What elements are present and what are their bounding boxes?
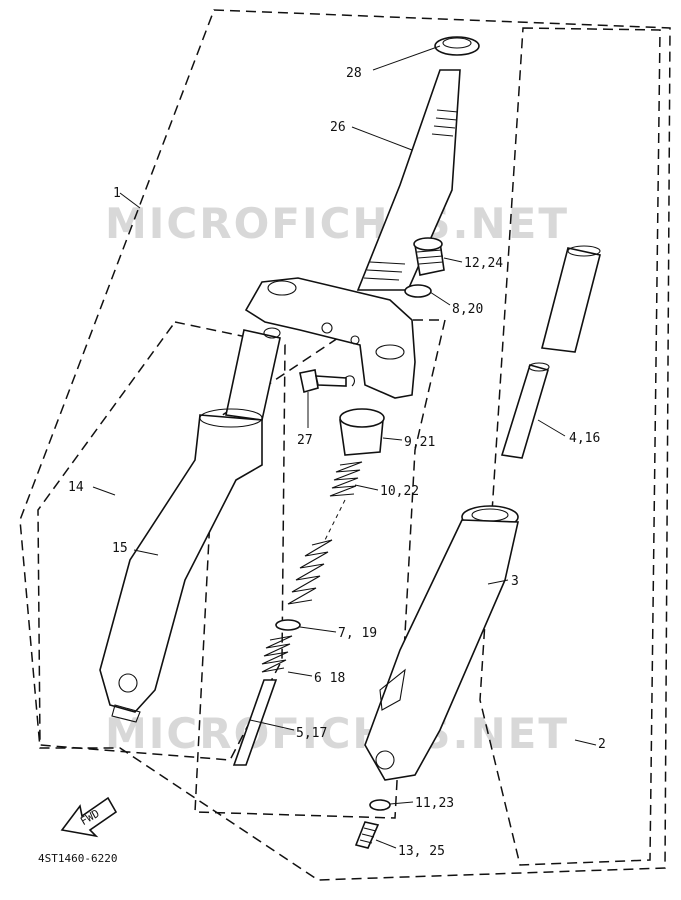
callout-6: 6 18 [314, 671, 345, 686]
part-15-left-fork-leg [99, 327, 281, 723]
callout-9: 9,21 [404, 435, 435, 450]
leader-8 [429, 291, 451, 306]
leader-12 [443, 257, 463, 263]
part-26-steering-stem [356, 69, 461, 291]
callout-11: 11,23 [415, 796, 454, 811]
watermark-bottom: MICROFICHES.NET [105, 709, 569, 758]
part-13-bolt [354, 821, 380, 849]
callout-14: 14 [68, 480, 84, 495]
part-fork-bracket [244, 277, 416, 399]
callout-1: 1 [113, 186, 121, 201]
callout-28: 28 [346, 66, 362, 81]
part-8-washer [404, 284, 432, 298]
part-28-seal [434, 36, 480, 56]
leader-7 [299, 626, 337, 633]
part-9-dust-seal [339, 408, 385, 456]
part-3-right-fork-leg [364, 505, 519, 781]
callout-12: 12,24 [464, 256, 503, 271]
leader-28 [372, 45, 441, 71]
left-leg-outline [37, 321, 286, 761]
callout-8: 8,20 [452, 302, 483, 317]
callout-13: 13, 25 [398, 844, 445, 859]
leader-10 [354, 484, 379, 491]
part-6-damper-spring [261, 635, 293, 673]
drawing-code: 4ST1460-6220 [38, 852, 117, 865]
leader-5 [249, 719, 295, 731]
part-main-spring [287, 539, 333, 605]
leader-3 [487, 579, 509, 585]
callout-27: 27 [297, 433, 313, 448]
part-11-washer [369, 799, 391, 811]
callout-26: 26 [330, 120, 346, 135]
part-5-damper-rod [232, 679, 278, 766]
leader-2 [574, 739, 597, 746]
leader-4 [537, 419, 566, 437]
part-7-ring [275, 619, 301, 631]
leader-26 [351, 126, 413, 151]
leader-14 [92, 486, 116, 496]
leader-9 [382, 437, 403, 441]
callout-7: 7, 19 [338, 626, 377, 641]
assembly-outline-1 [19, 9, 671, 881]
leader-11 [389, 801, 414, 805]
watermark-top: MICROFICHES.NET [105, 199, 569, 248]
part-10-spring [329, 461, 363, 497]
callout-4: 4,16 [569, 431, 600, 446]
callout-5: 5,17 [296, 726, 327, 741]
fwd-arrow-icon: FWD [60, 796, 118, 838]
callout-2: 2 [598, 737, 606, 752]
leader-13 [375, 839, 397, 849]
callout-3: 3 [511, 574, 519, 589]
callout-15: 15 [112, 541, 128, 556]
leader-6 [287, 671, 313, 677]
part-27-bolt [299, 369, 355, 394]
leader-1 [119, 192, 141, 209]
leader-15 [133, 549, 159, 556]
spring-guide-line [324, 499, 346, 541]
callout-10: 10,22 [380, 484, 419, 499]
part-12-plug [413, 237, 445, 276]
part-4-tube [500, 245, 601, 459]
